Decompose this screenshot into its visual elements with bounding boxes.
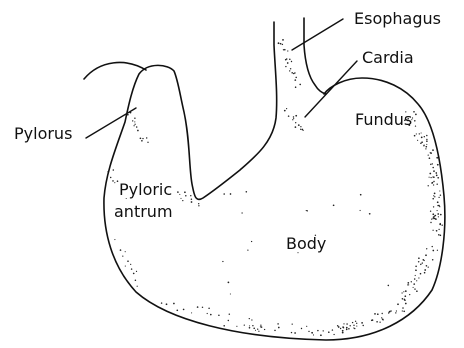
cardia-label: Cardia bbox=[361, 50, 415, 66]
esophagus-leader bbox=[292, 19, 343, 50]
pylorus-leader bbox=[86, 108, 136, 138]
esophagus-label: Esophagus bbox=[354, 11, 441, 27]
fundus-label: Fundus bbox=[355, 112, 412, 128]
duodenum-outline bbox=[84, 63, 146, 79]
cardia-leader bbox=[305, 61, 357, 117]
pylorus-label: Pylorus bbox=[14, 126, 72, 142]
pyloric-antrum-label-line2: antrum bbox=[113, 204, 174, 220]
esophagus-right-wall bbox=[304, 18, 326, 94]
pyloric-antrum-label-line1: Pyloric bbox=[118, 182, 173, 198]
body-label: Body bbox=[286, 236, 326, 252]
